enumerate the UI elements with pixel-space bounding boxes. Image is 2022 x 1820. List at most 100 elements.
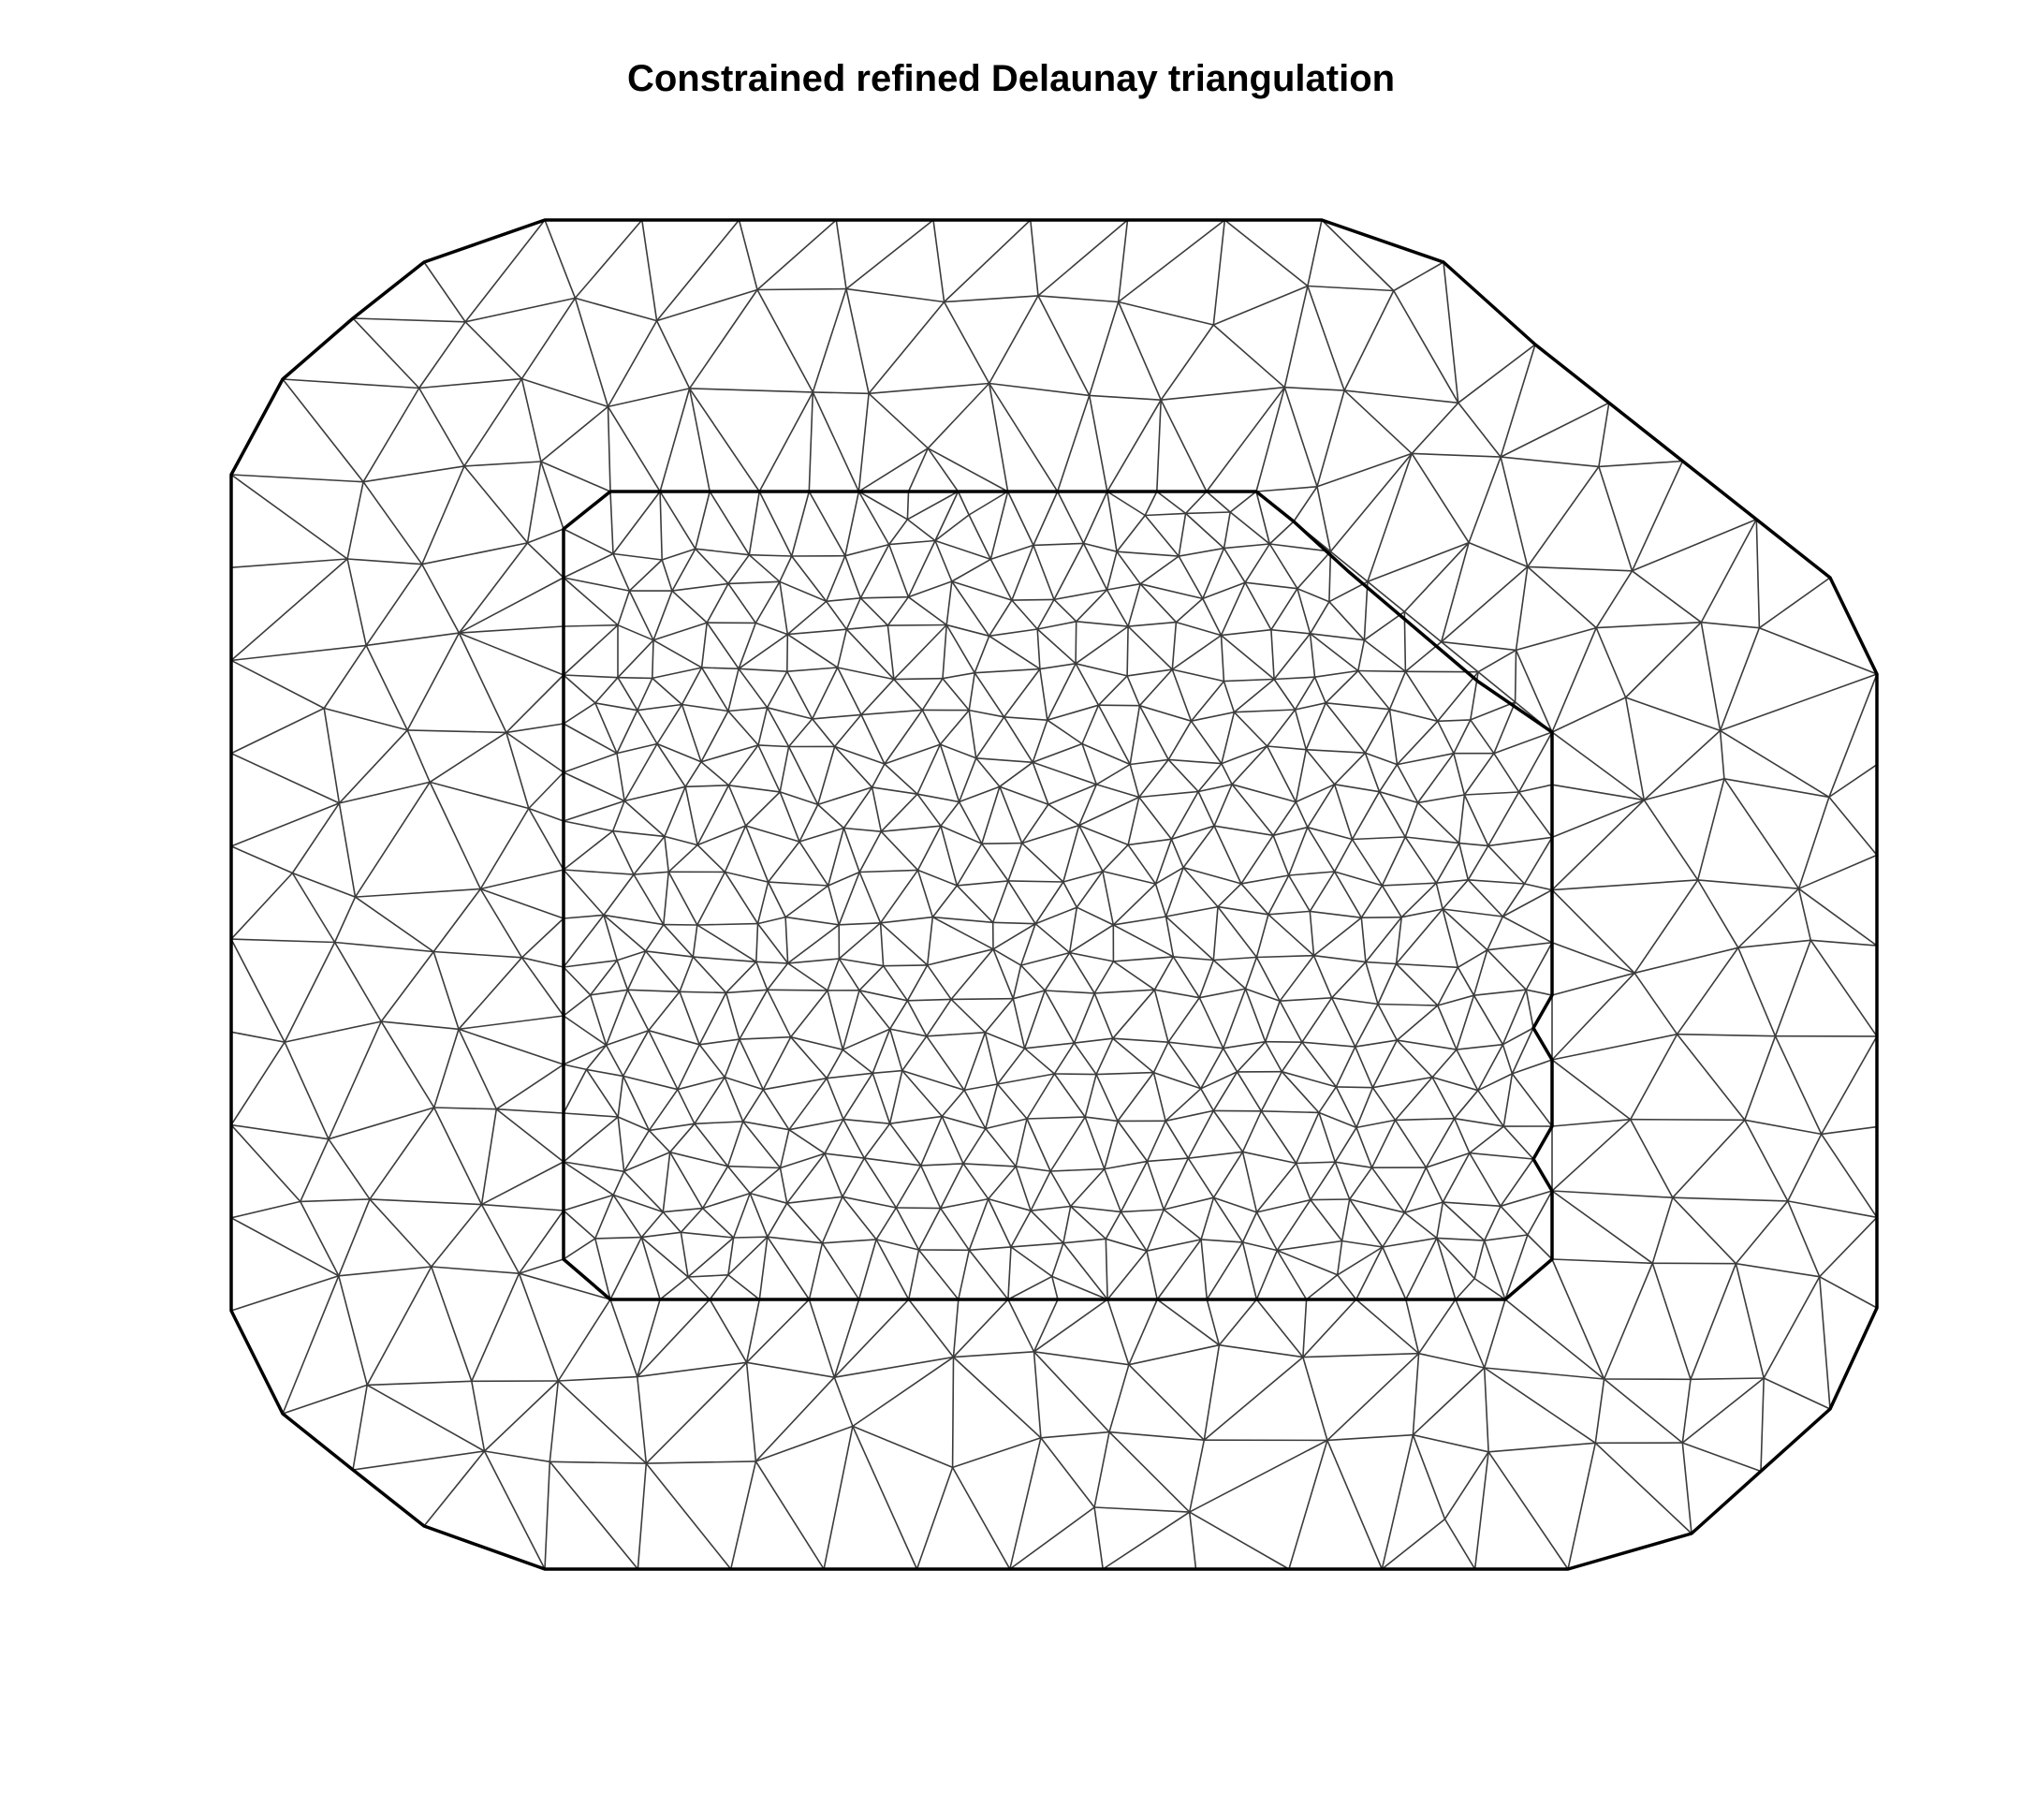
mesh-edge — [429, 731, 507, 784]
mesh-edge — [656, 704, 683, 744]
mesh-edge — [1051, 1242, 1064, 1277]
mesh-edge — [1165, 916, 1175, 958]
mesh-edge — [1483, 1367, 1489, 1452]
mesh-edge — [520, 378, 542, 462]
mesh-edge — [1598, 403, 1610, 467]
mesh-edge — [1265, 1040, 1302, 1043]
mesh-edge — [1598, 460, 1683, 468]
mesh-edge — [1242, 1151, 1297, 1165]
mesh-edge — [767, 707, 813, 720]
mesh-edge — [1821, 1035, 1878, 1135]
mesh-edge — [988, 1166, 1017, 1200]
mesh-edge — [893, 624, 947, 681]
mesh-edge — [1436, 1237, 1485, 1241]
mesh-edge — [1030, 219, 1039, 296]
mesh-edge — [1502, 1044, 1514, 1075]
mesh-edge — [942, 671, 975, 680]
mesh-edge — [1033, 491, 1059, 546]
mesh-edge — [727, 710, 759, 746]
mesh-edge — [1127, 583, 1141, 627]
mesh-edge — [1395, 908, 1443, 965]
mesh-edge — [1051, 1276, 1059, 1300]
mesh-edge — [640, 1236, 689, 1278]
mesh-edge — [1221, 745, 1267, 765]
mesh-edge — [1273, 633, 1311, 680]
mesh-edge — [727, 785, 747, 827]
mesh-edge — [1487, 1451, 1569, 1570]
mesh-edge — [1625, 622, 1702, 698]
mesh-edge — [824, 1152, 843, 1197]
mesh-edge — [1068, 907, 1078, 953]
mesh-edge — [1417, 801, 1460, 844]
mesh-edge — [758, 391, 814, 492]
mesh-edge — [799, 804, 819, 843]
mesh-edge — [594, 1236, 642, 1240]
mesh-edge — [880, 916, 933, 924]
mesh-edge — [1165, 1120, 1189, 1159]
mesh-edge — [637, 703, 682, 712]
mesh-edge — [1551, 800, 1645, 891]
mesh-edge — [838, 872, 860, 926]
mesh-edge — [1244, 957, 1258, 990]
mesh-edge — [1185, 511, 1231, 515]
mesh-edge — [1454, 1117, 1504, 1127]
mesh-edge — [1328, 580, 1369, 603]
mesh-edge — [1213, 825, 1274, 837]
mesh-edge — [1112, 1037, 1154, 1074]
mesh-edge — [1467, 879, 1503, 917]
mesh-edge — [1255, 1211, 1279, 1251]
mesh-edge — [1412, 1367, 1486, 1436]
mesh-edge — [1106, 551, 1118, 591]
mesh-edge — [1511, 1073, 1553, 1127]
mesh-edge — [496, 1108, 564, 1114]
mesh-edge — [842, 828, 860, 873]
mesh-edge — [563, 1210, 596, 1240]
mesh-edge — [540, 461, 564, 530]
mesh-edge — [1437, 966, 1459, 1006]
mesh-edge — [1551, 972, 1635, 996]
mesh-edge — [563, 624, 619, 627]
mesh-edge — [1301, 997, 1333, 1043]
mesh-edge — [1010, 1241, 1063, 1248]
mesh-edge — [788, 1129, 826, 1154]
mesh-edge — [1297, 587, 1330, 603]
mesh-edge — [786, 1202, 823, 1244]
mesh-edge — [1073, 1042, 1097, 1076]
mesh-edge — [1244, 581, 1272, 631]
mesh-edge — [1244, 988, 1267, 1042]
mesh-edge — [1167, 720, 1193, 760]
mesh-edge — [1062, 881, 1078, 908]
mesh-edge — [1146, 1239, 1202, 1252]
mesh-edge — [1282, 1070, 1337, 1088]
mesh-edge — [612, 1170, 625, 1196]
mesh-edge — [1401, 908, 1443, 918]
mesh-edge — [944, 295, 1039, 303]
mesh-edge — [1502, 888, 1553, 917]
mesh-edge — [1108, 1364, 1130, 1432]
mesh-edge — [464, 297, 576, 323]
mesh-edge — [574, 219, 643, 299]
mesh-edge — [1172, 668, 1224, 682]
mesh-edge — [1493, 701, 1516, 755]
mesh-edge — [698, 1044, 725, 1079]
mesh-edge — [1396, 764, 1419, 803]
mesh-edge — [745, 825, 800, 843]
mesh-edge — [808, 1242, 824, 1300]
mesh-edge — [908, 580, 953, 598]
mesh-edge — [1355, 1119, 1396, 1129]
mesh-edge — [756, 287, 847, 291]
mesh-edge — [786, 600, 828, 636]
mesh-edge — [458, 1015, 564, 1031]
mesh-edge — [540, 405, 609, 462]
mesh-edge — [1403, 1211, 1438, 1240]
mesh-edge — [1093, 1506, 1104, 1570]
mesh-edge — [681, 1231, 734, 1239]
mesh-edge — [1442, 908, 1488, 951]
mesh-edge — [1106, 589, 1129, 627]
mesh-edge — [834, 745, 873, 788]
mesh-edge — [1255, 1299, 1304, 1358]
mesh-edge — [671, 548, 696, 592]
mesh-edge — [1405, 1238, 1438, 1300]
mesh-edge — [563, 577, 619, 626]
mesh-edge — [858, 491, 908, 521]
